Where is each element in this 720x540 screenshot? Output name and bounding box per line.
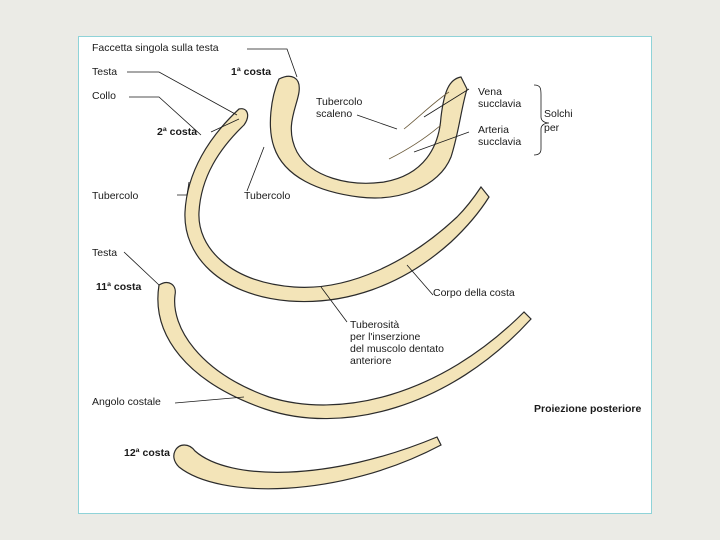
label-costa2: 2ª costa: [157, 126, 198, 138]
label-tuberosita-1: Tuberosità: [350, 319, 400, 331]
label-costa1: 1ª costa: [231, 66, 272, 78]
label-angolo: Angolo costale: [92, 396, 161, 408]
label-tubercolo-mid: Tubercolo: [244, 190, 291, 202]
label-tubercolo-scaleno-2: scaleno: [316, 108, 353, 120]
second-rib: [184, 108, 490, 303]
label-tuberosita-2: per l'inserzione: [350, 331, 421, 343]
label-corpo: Corpo della costa: [433, 287, 515, 299]
label-solchi-1: Solchi: [544, 108, 573, 120]
label-arteria-2: succlavia: [478, 136, 522, 148]
label-costa11: 11ª costa: [96, 281, 142, 293]
label-proiezione: Proiezione posteriore: [534, 403, 642, 415]
first-rib-groove-artery: [388, 124, 442, 160]
figure-frame: Faccetta singola sulla testa Testa 1ª co…: [78, 36, 652, 514]
leader-tubercolo-left: [177, 181, 190, 196]
leader-testa-lower: [123, 251, 160, 286]
leader-arteria: [413, 131, 470, 153]
label-arteria-1: Arteria: [478, 124, 509, 136]
leader-collo: [129, 96, 202, 136]
leader-angolo: [174, 396, 245, 404]
label-tubercolo-scaleno-1: Tubercolo: [316, 96, 363, 108]
leader-vena: [423, 88, 470, 118]
label-collo: Collo: [92, 90, 116, 102]
label-tuberosita-4: anteriore: [350, 355, 392, 367]
label-costa12: 12ª costa: [124, 447, 170, 459]
leader-corpo: [406, 264, 434, 296]
label-faccetta: Faccetta singola sulla testa: [92, 42, 219, 54]
leader-testa-top: [127, 71, 238, 116]
label-tuberosita-3: del muscolo dentato: [350, 343, 444, 355]
first-rib-groove-vein: [403, 91, 450, 130]
label-vena-2: succlavia: [478, 98, 522, 110]
first-rib: [269, 75, 468, 199]
solchi-bracket: [533, 84, 550, 156]
leader-costa2: [210, 118, 240, 133]
twelfth-rib: [173, 436, 442, 490]
leader-tubercolo-mid: [246, 146, 265, 192]
label-tubercolo-left: Tubercolo: [92, 190, 139, 202]
label-solchi-2: per: [544, 122, 560, 134]
eleventh-rib: [157, 282, 532, 420]
label-testa-top: Testa: [92, 66, 118, 78]
label-testa-lower: Testa: [92, 247, 118, 259]
ribs-illustration: [123, 48, 550, 490]
label-vena-1: Vena: [478, 86, 502, 98]
leader-tuberosita: [320, 286, 348, 323]
leader-faccetta: [247, 48, 298, 78]
leader-scaleno: [356, 114, 398, 130]
